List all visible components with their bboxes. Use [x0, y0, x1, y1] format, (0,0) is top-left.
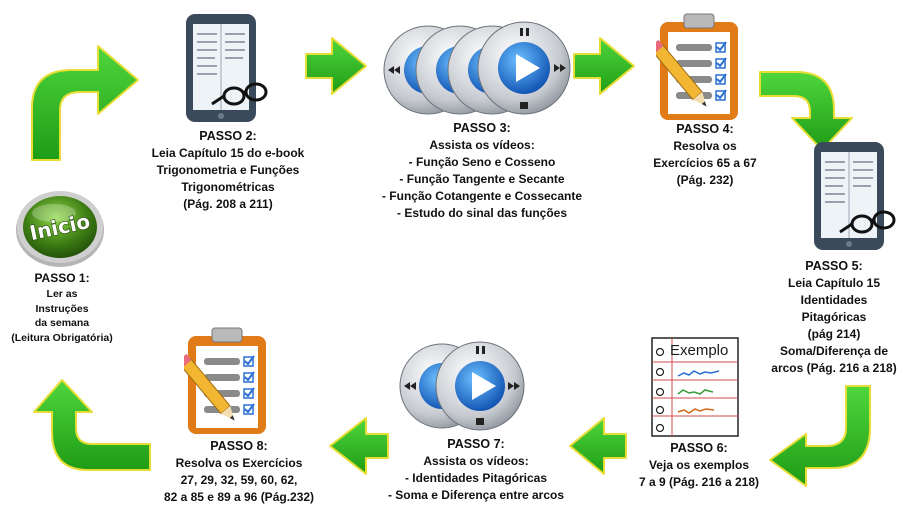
step-line: Exercícios 65 a 67 [653, 156, 757, 170]
step-line: Identidades [800, 293, 868, 307]
step-heading: PASSO 7: [447, 437, 505, 451]
start-button-icon[interactable]: Inicio [14, 188, 106, 268]
step-line: da semana [34, 317, 90, 329]
step-line: Trigonométricas [181, 180, 275, 194]
flow-arrow-icon [33, 379, 151, 471]
step-line: Assista os vídeos: [423, 454, 529, 468]
step-line: - Identidades Pitagóricas [404, 471, 548, 485]
step-line: - Função Seno e Cosseno [408, 155, 556, 169]
step-line: Soma/Diferença de [779, 344, 889, 358]
flow-arrow-icon [573, 37, 635, 95]
step-5-caption: PASSO 5: Leia Capítulo 15 Identidades Pi… [766, 258, 902, 377]
step-line: Resolva os Exercícios [175, 456, 303, 470]
video-player-icon [383, 21, 571, 115]
step-line: - Função Tangente e Secante [399, 172, 565, 186]
step-6-caption: PASSO 6: Veja os exemplos 7 a 9 (Pág. 21… [616, 440, 782, 491]
step-line: 27, 29, 32, 59, 60, 62, [180, 473, 298, 487]
step-line: arcos (Pág. 216 a 218) [771, 361, 897, 375]
tablet-book-icon [186, 14, 268, 122]
video-player-icon [399, 341, 525, 431]
example-notebook-icon: Exemplo [651, 337, 739, 437]
step-line: - Estudo do sinal das funções [396, 206, 568, 220]
clipboard-checklist-icon [656, 13, 738, 120]
step-heading: PASSO 4: [676, 122, 734, 136]
step-heading: PASSO 6: [670, 441, 728, 455]
flow-arrow-icon [31, 45, 139, 161]
flow-arrow-icon [329, 417, 389, 475]
step-heading: PASSO 2: [199, 129, 257, 143]
step-8-caption: PASSO 8: Resolva os Exercícios 27, 29, 3… [142, 438, 336, 505]
example-notebook-label: Exemplo [670, 342, 728, 359]
step-line: Instruções [35, 302, 89, 315]
step-line: Assista os vídeos: [429, 138, 535, 152]
step-line: (pág 214) [807, 327, 861, 341]
step-line: Veja os exemplos [648, 458, 750, 472]
tablet-book-icon [814, 142, 896, 250]
step-line: (Leitura Obrigatória) [11, 331, 113, 344]
step-line: 82 a 85 e 89 a 96 (Pág.232) [163, 490, 315, 504]
step-line: - Função Cotangente e Cossecante [381, 189, 583, 203]
flow-arrow-icon [569, 417, 627, 475]
step-4-caption: PASSO 4: Resolva os Exercícios 65 a 67 (… [630, 121, 780, 189]
step-2-caption: PASSO 2: Leia Capítulo 15 do e-book Trig… [130, 128, 326, 213]
step-line: Pitagóricas [801, 310, 867, 324]
step-line: Leia Capítulo 15 do e-book [151, 146, 305, 160]
step-line: Ler as [46, 288, 78, 300]
step-3-caption: PASSO 3: Assista os vídeos: - Função Sen… [366, 120, 598, 222]
step-heading: PASSO 1: [34, 271, 90, 285]
step-line: (Pág. 232) [676, 173, 734, 187]
step-line: Leia Capítulo 15 [787, 276, 881, 290]
clipboard-checklist-icon [184, 327, 266, 434]
step-line: 7 a 9 (Pág. 216 a 218) [638, 475, 760, 489]
step-7-caption: PASSO 7: Assista os vídeos: - Identidade… [370, 436, 582, 504]
flow-arrow-icon [305, 37, 367, 95]
step-line: Trigonometria e Funções [156, 163, 300, 177]
step-heading: PASSO 5: [805, 259, 863, 273]
step-line: (Pág. 208 a 211) [183, 197, 273, 211]
step-line: Resolva os [673, 139, 737, 153]
step-heading: PASSO 8: [210, 439, 268, 453]
step-line: - Soma e Diferença entre arcos [387, 488, 565, 502]
flow-arrow-icon [769, 385, 871, 487]
step-1-caption: PASSO 1: Ler as Instruções da semana (Le… [0, 270, 124, 345]
step-heading: PASSO 3: [453, 121, 511, 135]
